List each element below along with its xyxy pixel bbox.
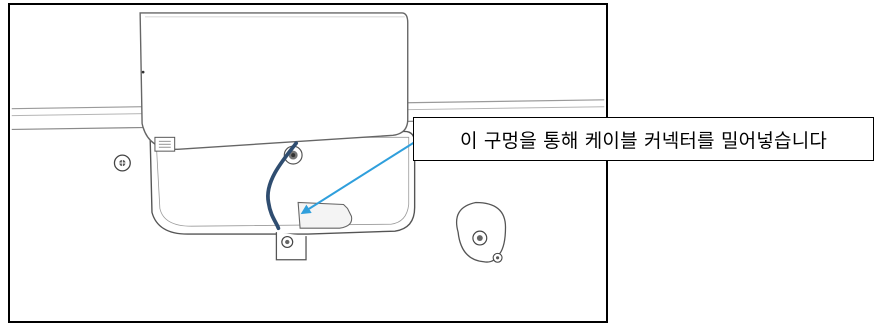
illustration-frame (8, 3, 608, 323)
cable-slot (297, 201, 353, 229)
bracket-screw-icon (281, 235, 294, 249)
connector-port-icon (154, 136, 176, 152)
left-screw-icon (113, 154, 131, 172)
device-illustration (11, 5, 605, 321)
cable-icon (266, 141, 299, 231)
mount-boss-icon (455, 201, 507, 263)
device-cover (139, 12, 409, 150)
callout-text: 이 구멍을 통해 케이블 커넥터를 밀어넣습니다 (459, 129, 828, 152)
callout-box: 이 구멍을 통해 케이블 커넥터를 밀어넣습니다 (413, 117, 874, 161)
